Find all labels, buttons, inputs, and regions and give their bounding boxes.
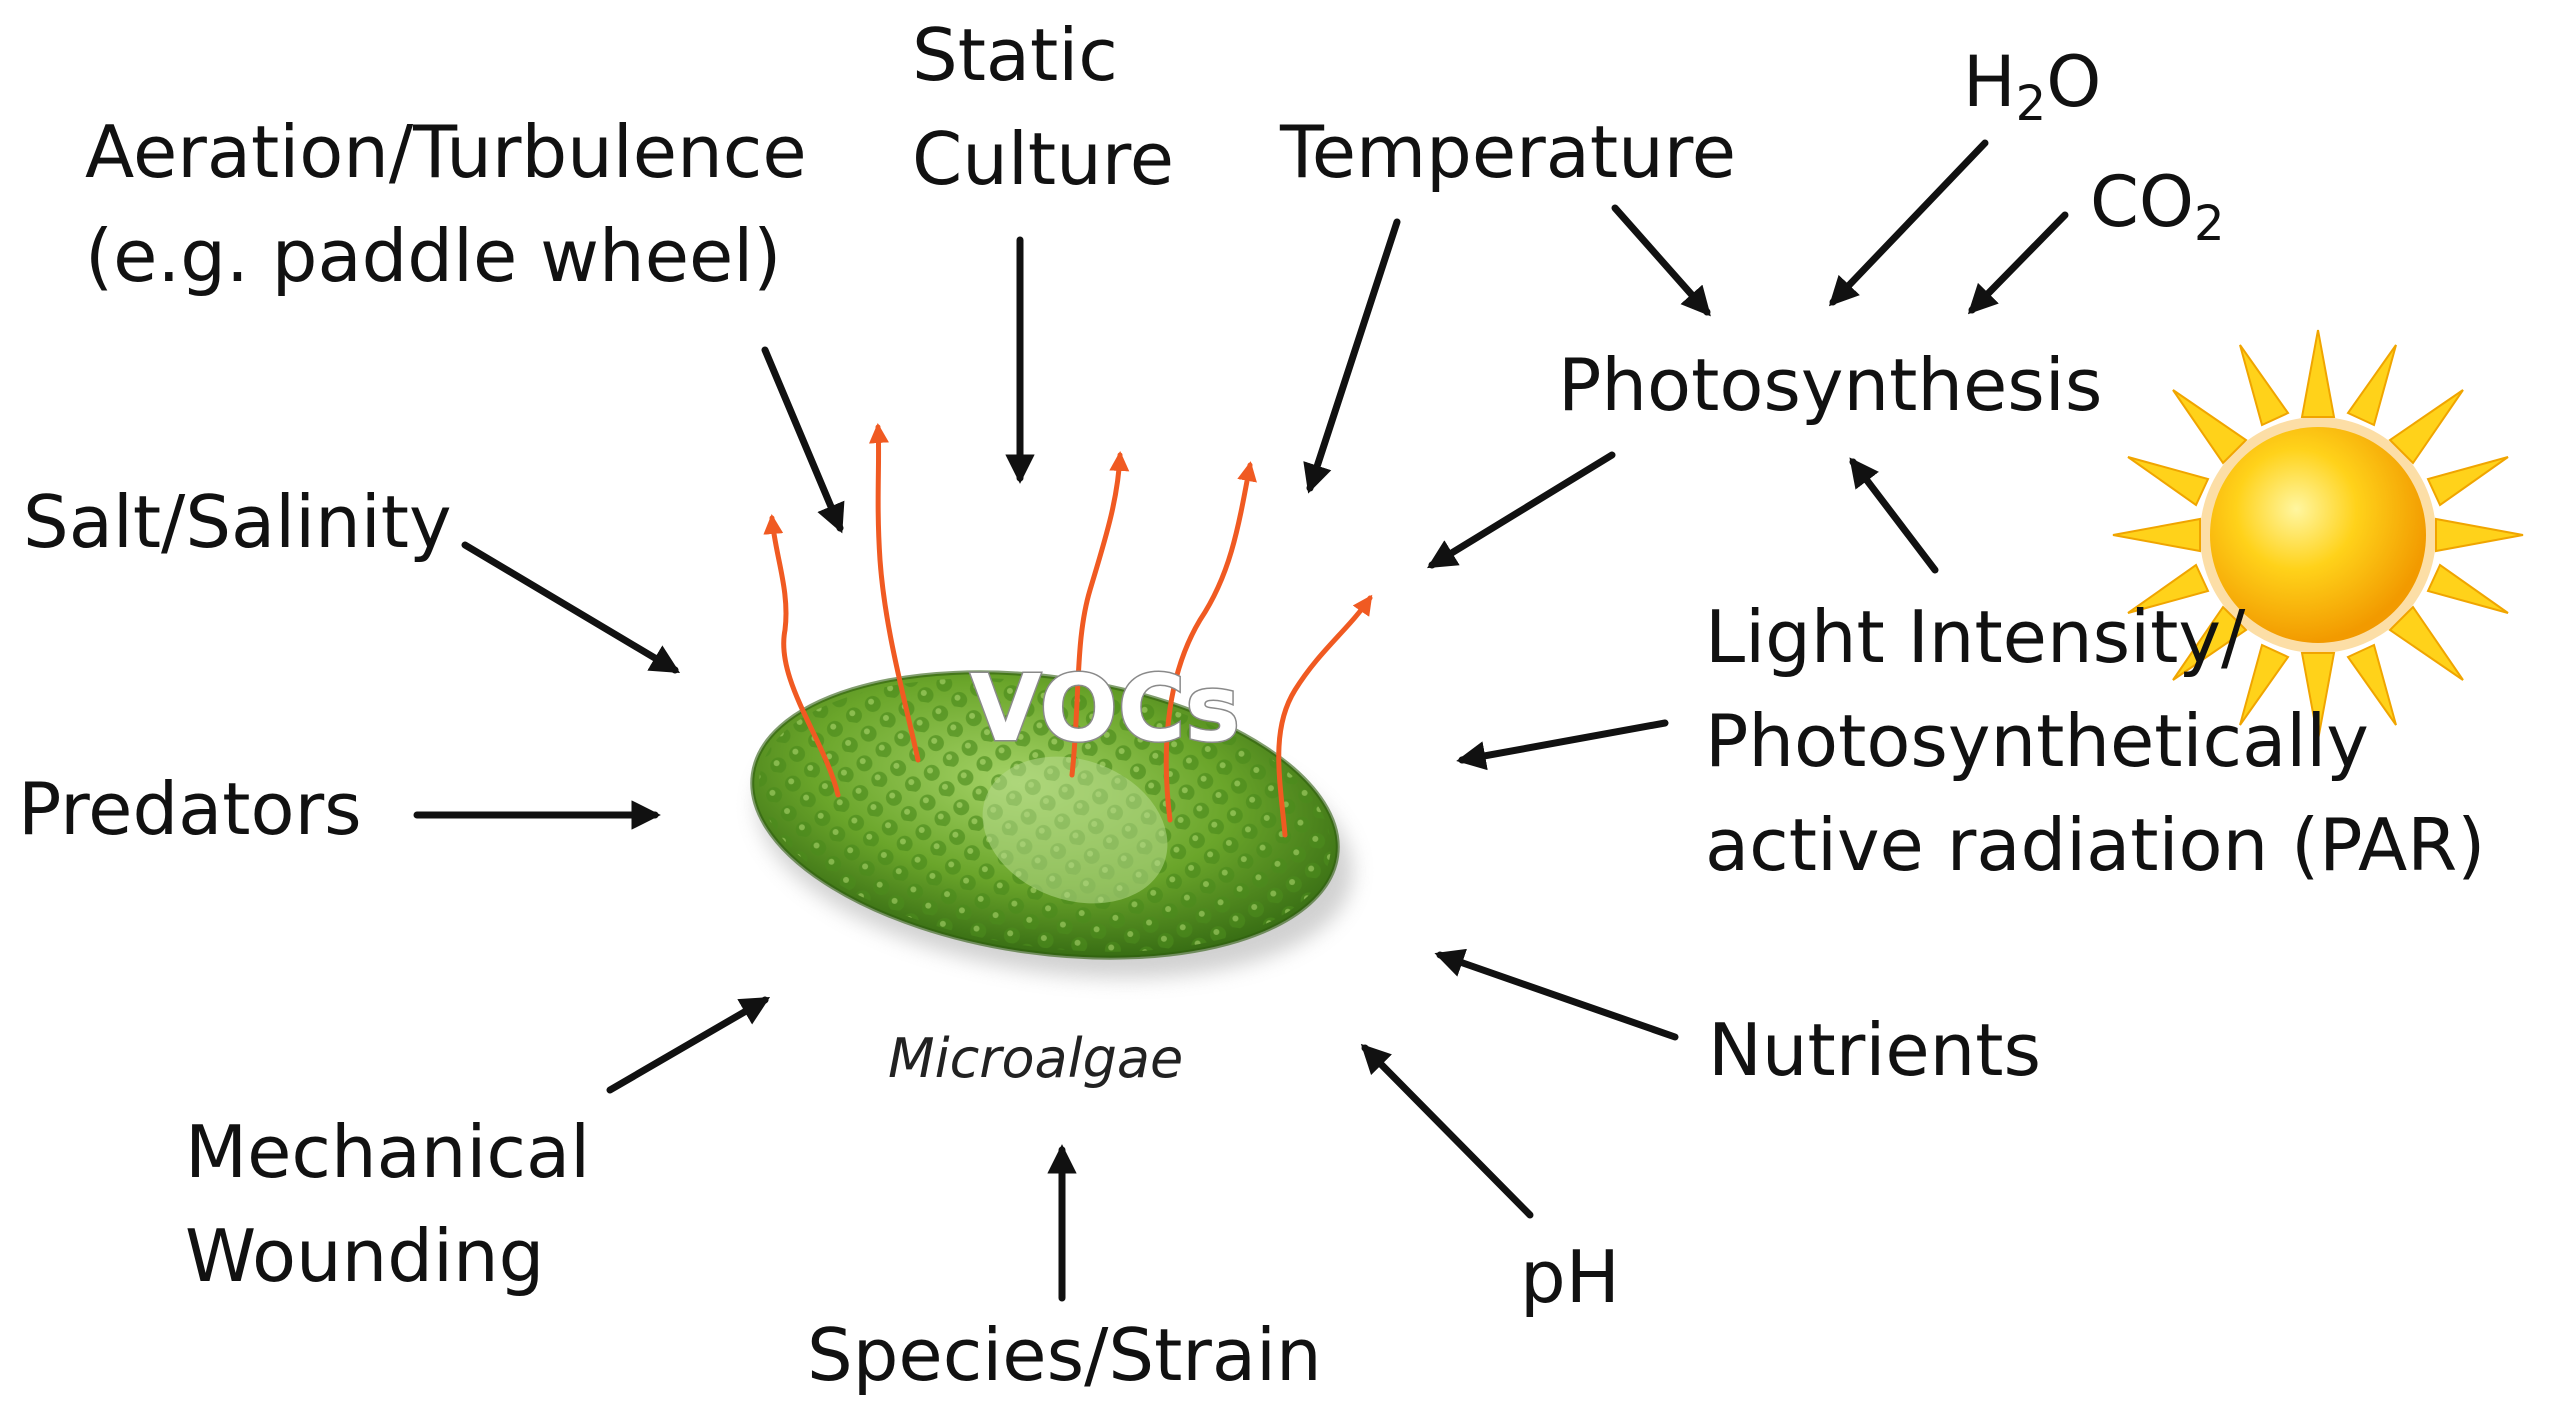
arrow-ph	[1360, 1043, 1534, 1219]
aeration-label-line-1: Aeration/Turbulence	[85, 110, 807, 194]
mechanical-line-1: Mechanical	[185, 1110, 591, 1194]
co2-sub: 2	[2193, 196, 2225, 252]
temperature-label: Temperature	[1280, 110, 1737, 194]
arrow-temperature	[1303, 218, 1401, 494]
water-h: H	[1963, 41, 2016, 123]
arrow-salinity	[461, 541, 681, 674]
arrow-light-algae	[1456, 719, 1669, 771]
water-sub: 2	[2015, 76, 2047, 132]
arrow-mechanical	[606, 996, 771, 1094]
arrow-light-photosynthesis	[1849, 457, 1939, 574]
sun-icon	[2112, 329, 2524, 741]
light-line-2: Photosynthetically	[1705, 699, 2369, 783]
co2-main: CO	[2090, 161, 2194, 243]
water-o: O	[2046, 41, 2102, 123]
static-culture-label: Static Culture	[912, 3, 1174, 211]
light-line-3: active radiation (PAR)	[1705, 803, 2486, 887]
mechanical-line-2: Wounding	[185, 1214, 545, 1298]
mechanical-wounding-label: Mechanical Wounding	[185, 1100, 590, 1308]
arrow-temp-photosynthesis	[1611, 204, 1711, 317]
water-label: H2O	[1963, 42, 2101, 144]
nutrients-label: Nutrients	[1708, 1008, 2041, 1092]
voc-emission-arrows	[763, 423, 1373, 838]
arrow-photosynthesis-algae	[1426, 451, 1616, 569]
co2-label: CO2	[2090, 162, 2225, 264]
voc-arrow-1	[763, 514, 841, 798]
predators-label: Predators	[18, 767, 362, 851]
arrow-water-photosynthesis	[1828, 139, 1989, 307]
factor-arrows	[413, 139, 2069, 1302]
ph-label: pH	[1520, 1235, 1620, 1319]
voc-arrow-3	[1069, 451, 1130, 778]
light-line-1: Light Intensity/	[1705, 595, 2246, 679]
microalgae-caption: Microalgae	[888, 1027, 1184, 1090]
voc-arrow-4	[1163, 461, 1257, 823]
salinity-label: Salt/Salinity	[23, 480, 452, 564]
light-intensity-label: Light Intensity/ Photosynthetically acti…	[1705, 585, 2485, 897]
photosynthesis-label: Photosynthesis	[1558, 343, 2103, 427]
aeration-label: Aeration/Turbulence (e.g. paddle wheel)	[85, 100, 807, 308]
vocs-label: VOCs	[970, 655, 1240, 762]
arrow-nutrients	[1434, 948, 1679, 1041]
microalgae-cell-icon	[750, 670, 1353, 979]
static-culture-line-1: Static	[912, 13, 1118, 97]
species-strain-label: Species/Strain	[807, 1313, 1322, 1397]
arrow-co2-photosynthesis	[1967, 211, 2069, 315]
static-culture-line-2: Culture	[912, 117, 1175, 201]
aeration-label-line-2: (e.g. paddle wheel)	[85, 214, 782, 298]
arrow-aeration	[761, 346, 845, 534]
voc-arrow-5	[1276, 594, 1373, 838]
voc-arrow-2	[868, 423, 921, 763]
